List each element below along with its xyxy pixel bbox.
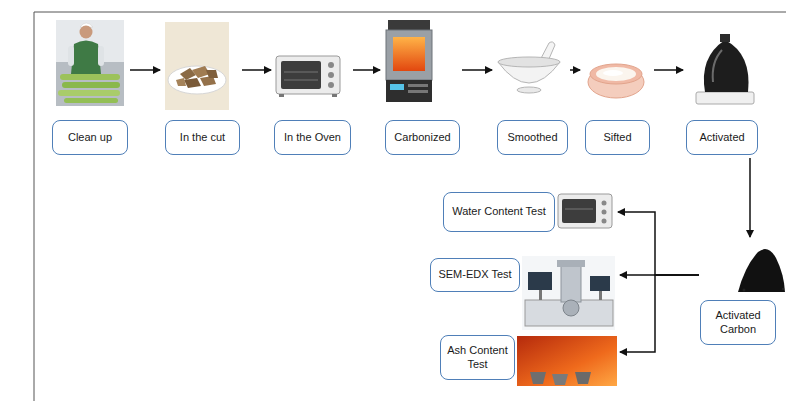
process-step: Water Content Test xyxy=(443,190,615,234)
step-label-box: Sifted xyxy=(585,120,650,155)
flow-arrow xyxy=(353,69,380,71)
process-step: Clean up xyxy=(52,18,128,155)
flow-arrow xyxy=(570,69,580,71)
step-label: Sifted xyxy=(603,131,631,145)
step-label: In the cut xyxy=(180,131,225,145)
step-label: Water Content Test xyxy=(452,205,546,219)
process-step: Carbonized xyxy=(383,18,460,155)
process-step: Sifted xyxy=(583,18,652,155)
process-step: Smoothed xyxy=(495,18,568,155)
step-label-box: In the cut xyxy=(165,120,240,155)
step-label: Smoothed xyxy=(507,131,557,145)
step-label: Clean up xyxy=(68,131,112,145)
mortar-picture xyxy=(498,42,560,93)
flow-arrow xyxy=(654,69,683,71)
sem-edx-picture xyxy=(522,256,615,330)
process-step: Activated Carbon xyxy=(700,240,786,346)
step-label-box: Carbonized xyxy=(385,120,460,155)
activation-picture xyxy=(696,34,754,104)
flow-arrow xyxy=(618,212,699,275)
step-label: In the Oven xyxy=(284,131,341,145)
furnace-picture xyxy=(386,20,432,102)
flow-arrow xyxy=(242,69,271,71)
process-step: In the Oven xyxy=(274,18,351,155)
step-label: SEM-EDX Test xyxy=(438,268,511,282)
step-label-box: Activated xyxy=(686,120,758,155)
flow-arrow xyxy=(620,275,699,352)
step-label-box: Clean up xyxy=(52,120,128,155)
ash-furnace-picture xyxy=(517,336,617,386)
step-label-box: SEM-EDX Test xyxy=(430,258,520,292)
process-step: SEM-EDX Test xyxy=(430,252,617,332)
sieve-picture xyxy=(588,64,644,98)
step-label: Ash Content Test xyxy=(446,344,509,372)
step-label: Activated xyxy=(699,131,744,145)
oven-picture xyxy=(276,56,340,97)
flow-arrow xyxy=(462,69,492,71)
cut-pieces-photo xyxy=(165,22,229,110)
step-label-box: Smoothed xyxy=(497,120,568,155)
step-label: Carbonized xyxy=(394,131,450,145)
step-label-box: In the Oven xyxy=(274,120,351,155)
frame-border xyxy=(34,12,786,401)
flow-arrow xyxy=(130,69,160,71)
drying-oven-picture xyxy=(558,194,612,228)
process-step: Ash Content Test xyxy=(440,333,617,387)
process-step: Activated xyxy=(686,18,760,155)
cleaning-photo xyxy=(56,20,124,106)
step-label-box: Activated Carbon xyxy=(700,300,776,345)
step-label: Activated Carbon xyxy=(706,309,770,337)
step-label-box: Water Content Test xyxy=(443,192,555,232)
step-label-box: Ash Content Test xyxy=(440,335,515,380)
process-step: In the cut xyxy=(163,18,240,155)
flow-arrow xyxy=(749,158,751,237)
carbon-powder-picture xyxy=(738,249,785,292)
